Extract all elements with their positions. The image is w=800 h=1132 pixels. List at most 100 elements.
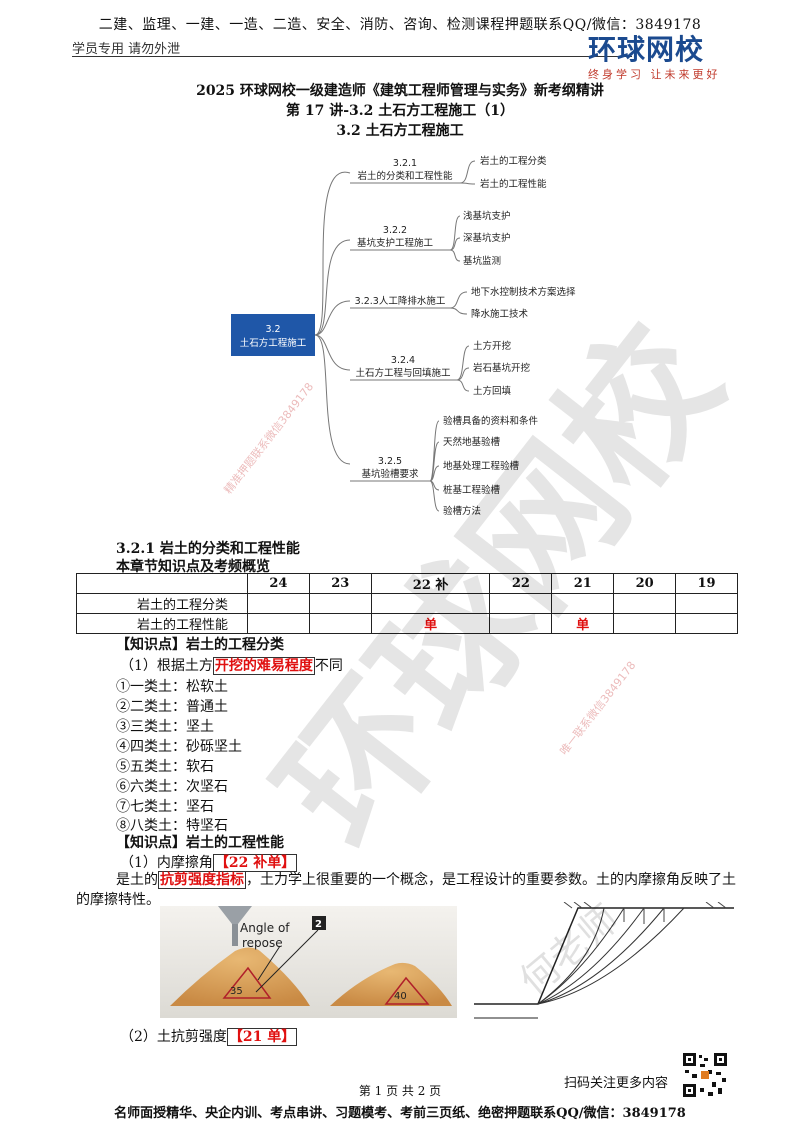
section-subtitle: 本章节知识点及考频概览 <box>116 559 270 575</box>
row-label: 岩土的工程性能 <box>76 613 248 634</box>
kp1-intro: （1）根据土方开挖的难易程度不同 <box>120 655 343 675</box>
freq-cell <box>247 593 310 614</box>
kp2-item2-pre: （2）土抗剪强度 <box>120 1029 227 1045</box>
funnel-spout <box>232 924 238 946</box>
branch-label-3: 3.2.3人工降排水施工 <box>355 295 446 307</box>
freq-cell <box>308 613 372 634</box>
hatch-marks <box>623 908 665 924</box>
header-divider <box>72 56 632 57</box>
kp1-intro-pre: （1）根据土方 <box>120 658 213 674</box>
qr-code-icon <box>682 1052 728 1098</box>
leaf-5-5: 验槽方法 <box>443 505 481 517</box>
leaf-1-1: 岩土的工程分类 <box>480 155 547 167</box>
leaf-links-2 <box>449 215 461 262</box>
slope-profile <box>474 907 734 1005</box>
leaf-3-2: 降水施工技术 <box>471 308 529 320</box>
year-header: 23 <box>308 573 372 594</box>
slip-surface <box>537 907 605 1005</box>
mindmap-root-label: 土石方工程施工 <box>240 337 307 349</box>
slip-surface <box>537 907 645 1005</box>
branch-label-4: 土石方工程与回填施工 <box>355 367 451 379</box>
branch-label-2: 基坑支护工程施工 <box>357 237 434 249</box>
year-header: 22 补 <box>370 573 491 594</box>
angle-value-2: 40 <box>394 991 407 1002</box>
scan-hint: 扫码关注更多内容 <box>564 1076 669 1091</box>
kp1-intro-post: 不同 <box>314 658 343 674</box>
doc-title-line2: 第 17 讲-3.2 土石方工程施工（1） <box>285 103 514 119</box>
marker-box <box>312 916 326 930</box>
slip-surface <box>537 907 665 1005</box>
marker-number: 2 <box>315 919 322 930</box>
kp2-para-post: ，土力学上很重要的一个概念，是工程设计的重要参数。土的内摩擦角反映了土的摩擦特性… <box>76 872 736 908</box>
list-item: ⑤五类土：软石 <box>116 759 214 775</box>
angle-triangle-2 <box>384 976 430 1005</box>
logo-sub-text: 终身学习 让未来更好 <box>588 68 721 81</box>
footer-line: 名师面授精华、央企内训、考点串讲、习题模考、考前三页纸、绝密押题联系QQ/微信：… <box>114 1106 686 1121</box>
kp1-heading: 【知识点】岩土的工程分类 <box>116 637 284 653</box>
leaf-5-3: 地基处理工程验槽 <box>443 460 520 472</box>
list-item: ⑦七类土：坚石 <box>116 799 214 815</box>
freq-cell <box>675 593 738 614</box>
branch-code-1: 3.2.1 <box>393 158 417 169</box>
freq-cell: 单 <box>370 613 491 634</box>
table-row: 岩土的工程性能 单 单 <box>76 613 738 634</box>
table-corner-cell <box>76 573 248 594</box>
freq-cell <box>613 593 677 614</box>
branch-code-5: 3.2.5 <box>378 456 402 467</box>
leaf-5-2: 天然地基验槽 <box>443 436 501 448</box>
leaf-links-5 <box>429 420 440 512</box>
leaf-links-4 <box>456 345 470 392</box>
kp2-item1-tag: 【22 补单】 <box>212 854 298 872</box>
leaf-2-3: 基坑监测 <box>463 255 501 267</box>
freq-cell <box>675 613 738 634</box>
watermark-contact-2: 唯一联系微信3849178 <box>557 658 639 758</box>
header-top-line: 二建、监理、一建、一造、二造、安全、消防、咨询、检测课程押题联系QQ/微信：38… <box>98 17 702 33</box>
leaf-2-2: 深基坑支护 <box>463 232 511 244</box>
doc-title-line1: 2025 环球网校一级建造师《建筑工程师管理与实务》新考纲精讲 <box>196 83 604 99</box>
leaf-5-4: 桩基工程验槽 <box>443 484 501 496</box>
leaf-4-3: 土方回填 <box>473 385 512 397</box>
mindmap-link <box>314 334 351 371</box>
leaf-links-3 <box>449 291 468 315</box>
funnel-icon <box>218 906 252 924</box>
kp2-item2-tag: 【21 单】 <box>226 1028 298 1046</box>
list-item: ①一类土：松软土 <box>116 679 228 695</box>
kp2-heading: 【知识点】岩土的工程性能 <box>116 835 284 851</box>
kp2-item1-pre: （1）内摩擦角 <box>120 855 213 871</box>
kp2-item2: （2）土抗剪强度【21 单】 <box>120 1026 298 1046</box>
mindmap-link <box>314 171 351 336</box>
branch-label-5: 基坑验槽要求 <box>361 468 419 480</box>
mindmap-root-node <box>231 314 315 356</box>
list-item: ④四类土：砂砾坚土 <box>116 739 242 755</box>
angle-label-line1: Angle of <box>240 921 290 935</box>
kp2-para-pre: 是土的 <box>116 872 158 888</box>
kp1-intro-highlight: 开挖的难易程度 <box>212 657 315 675</box>
mindmap-link <box>314 239 351 336</box>
mindmap-link <box>314 300 351 336</box>
list-item: ②二类土：普通土 <box>116 699 228 715</box>
leaf-4-1: 土方开挖 <box>473 340 512 352</box>
surface-hatch <box>563 902 727 909</box>
leaf-links-1 <box>459 160 476 185</box>
year-header: 19 <box>675 573 738 594</box>
freq-cell <box>613 613 677 634</box>
leaf-2-1: 浅基坑支护 <box>463 210 511 222</box>
freq-cell <box>247 613 310 634</box>
list-item: ③三类土：坚土 <box>116 719 214 735</box>
angle-label-line2: repose <box>242 936 283 950</box>
angle-value-1: 35 <box>230 986 243 997</box>
mindmap-diagram: 3.2 土石方工程施工 3.2.1 岩土的分类和工程性能 岩土的工程分类 岩土的… <box>231 155 576 517</box>
pointer-line-2 <box>255 929 319 993</box>
leaf-5-1: 验槽具备的资料和条件 <box>443 415 539 427</box>
list-item: ⑧八类土：特坚石 <box>116 818 228 834</box>
pointer-line-1 <box>257 945 281 981</box>
slip-surface <box>537 907 685 1005</box>
frequency-table: 24 23 22 补 22 21 20 19 岩土的工程分类 岩土的工程性能 单… <box>76 573 738 634</box>
angle-of-repose-photo: 35 40 Angle of repose 2 <box>160 906 457 1018</box>
leaf-3-1: 地下水控制技术方案选择 <box>471 286 576 298</box>
branch-code-2: 3.2.2 <box>383 225 407 236</box>
header-left-text: 学员专用 请勿外泄 <box>72 42 181 57</box>
year-header: 24 <box>247 573 310 594</box>
list-item: ⑥六类土：次坚石 <box>116 779 228 795</box>
brand-logo: 环球网校 终身学习 让未来更好 <box>588 28 738 81</box>
